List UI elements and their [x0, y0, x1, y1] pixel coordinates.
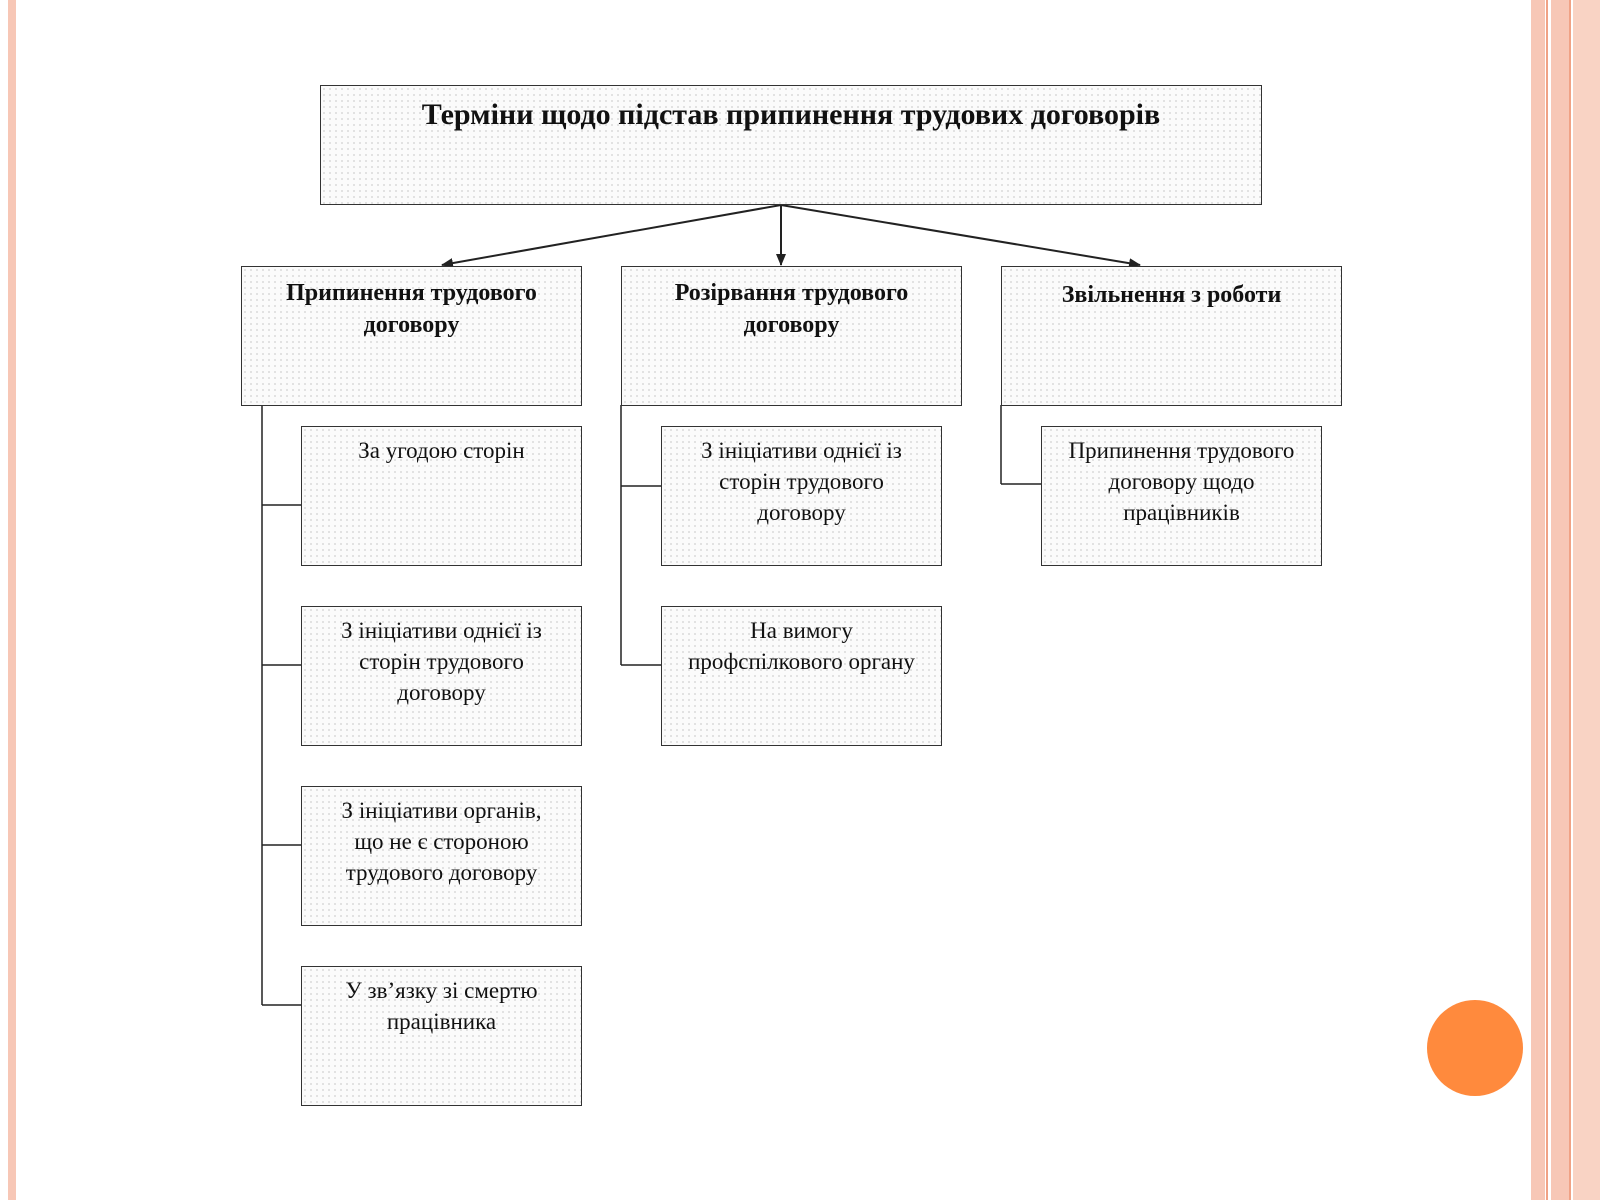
item-label: З ініціативи однієї із сторін трудового …	[341, 618, 542, 706]
item-box: За угодою сторін	[301, 426, 582, 566]
category-label: Припинення трудового договору	[286, 280, 537, 339]
item-label: У зв’язку зі смертю працівника	[345, 978, 538, 1035]
slide-frame-right	[1573, 0, 1600, 1200]
slide-frame-left	[8, 0, 16, 1200]
item-label: Припинення трудового договору щодо праці…	[1068, 438, 1295, 526]
item-box: Припинення трудового договору щодо праці…	[1041, 426, 1322, 566]
arrow-to-category-1	[441, 204, 782, 269]
item-box: З ініціативи однієї із сторін трудового …	[301, 606, 582, 746]
slide-frame-right	[1531, 0, 1545, 1200]
diagram-title: Терміни щодо підстав припинення трудових…	[421, 98, 1161, 131]
category-box-dismissal: Звільнення з роботи	[1001, 266, 1342, 406]
item-box: З ініціативи однієї із сторін трудового …	[661, 426, 942, 566]
item-label: За угодою сторін	[358, 438, 525, 463]
slide-frame-line	[1546, 0, 1548, 1200]
decorative-orange-circle	[1427, 1000, 1523, 1096]
category-label: Звільнення з роботи	[1061, 282, 1282, 308]
category-box-dissolution: Розірвання трудового договору	[621, 266, 962, 406]
item-box: На вимогу профспілкового органу	[661, 606, 942, 746]
item-box: У зв’язку зі смертю працівника	[301, 966, 582, 1106]
slide-frame-line	[1569, 0, 1571, 1200]
item-label: З ініціативи органів, що не є стороною т…	[341, 798, 542, 886]
item-label: На вимогу профспілкового органу	[688, 618, 915, 675]
category-label: Розірвання трудового договору	[674, 280, 909, 339]
item-box: З ініціативи органів, що не є стороною т…	[301, 786, 582, 926]
item-label: З ініціативи однієї із сторін трудового …	[701, 438, 902, 526]
arrow-to-category-3	[780, 204, 1141, 269]
slide-frame-right	[1551, 0, 1569, 1200]
category-box-termination: Припинення трудового договору	[241, 266, 582, 406]
diagram-title-box: Терміни щодо підстав припинення трудових…	[320, 85, 1262, 205]
